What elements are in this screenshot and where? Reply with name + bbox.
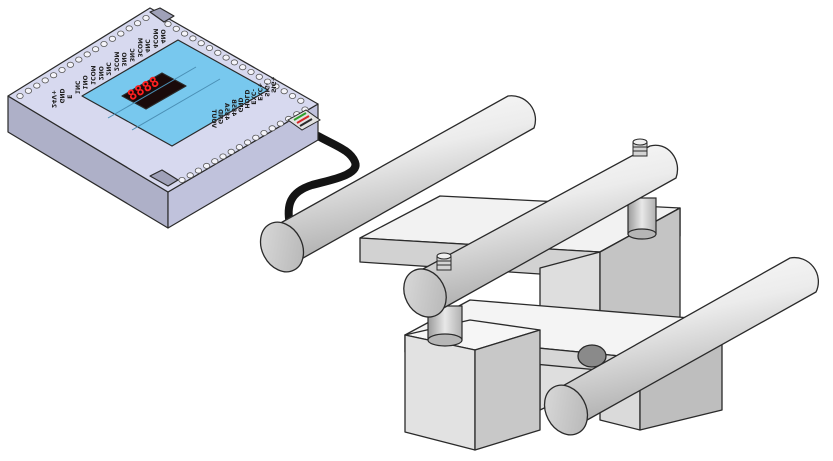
terminal-screw [203, 162, 211, 169]
terminal-label: 2NO [97, 66, 104, 80]
terminal-screw [134, 20, 142, 27]
terminal-screw [214, 49, 222, 56]
front-block-side [474, 329, 541, 451]
mount-slot-bottom [149, 169, 179, 187]
bolt-hole [577, 344, 607, 368]
terminal-label: GND [217, 109, 224, 124]
terminal-screw [263, 78, 272, 85]
screw-right [632, 138, 648, 157]
screws [436, 138, 648, 271]
rod-middle [403, 144, 679, 318]
terminal-label: 3NO [120, 52, 127, 66]
terminal-label: 3NC [128, 48, 135, 62]
rod-front [543, 256, 819, 436]
terminal-screw [205, 45, 214, 52]
terminal-label: VOUT [210, 108, 217, 128]
terminal-label: 485A [223, 103, 230, 121]
terminal-screw [288, 93, 297, 100]
terminal-label: E [66, 95, 73, 99]
terminal-label: GND [58, 88, 65, 103]
terminal-label: 4NC [144, 39, 151, 53]
terminal-label: EXC+ [256, 83, 263, 101]
terminal-screw [186, 172, 194, 179]
terminal-label: GND [236, 97, 243, 112]
terminal-label: 4NO [159, 29, 166, 43]
terminal-screw [272, 83, 280, 90]
terminal-label: 1COM [89, 65, 96, 85]
terminal-screw [276, 120, 284, 127]
terminal-screw [100, 41, 108, 48]
terminal-screw [41, 77, 49, 84]
terminal-screw [108, 35, 117, 42]
terminal-screw [83, 51, 91, 58]
terminal-screw [235, 144, 243, 151]
terminal-screw [194, 167, 202, 174]
rod-back [259, 95, 537, 273]
terminal-screw [178, 176, 186, 183]
terminal-screw [142, 14, 150, 21]
terminal-label: 3COM [136, 38, 143, 58]
rod-front-end [543, 384, 589, 436]
signal-cable [284, 132, 360, 229]
terminal-screw [219, 153, 227, 160]
terminal-screw [268, 125, 276, 132]
terminal-screw [239, 64, 247, 71]
terminal-label: EXC- [250, 89, 257, 105]
terminal-screw [92, 46, 100, 53]
terminal-label: 2COM [112, 52, 119, 72]
rod-middle-end [403, 268, 447, 318]
rod-back-end [259, 221, 305, 273]
mount-slot-top [149, 7, 175, 23]
terminal-screw [181, 30, 189, 37]
terminal-screw [244, 139, 252, 146]
terminal-screw [172, 25, 180, 32]
terminal-screw [230, 59, 238, 66]
terminal-screw [280, 88, 288, 95]
terminal-label: 1NO [81, 75, 88, 89]
terminal-screw [16, 93, 24, 100]
terminal-screw [33, 82, 41, 89]
terminal-label: SIG- [263, 82, 270, 96]
terminal-label: HOLD [243, 90, 250, 109]
terminal-screw [227, 148, 235, 155]
terminal-screw [252, 134, 260, 141]
terminal-label: 4COM [151, 29, 158, 49]
terminal-screw [197, 40, 205, 47]
terminal-screw [125, 25, 133, 32]
terminal-screw [211, 158, 219, 165]
terminal-blocks [16, 14, 309, 183]
terminal-screw [66, 61, 75, 68]
terminal-screw [49, 72, 58, 79]
terminal-label: 2NC [105, 62, 112, 76]
terminal-screw [247, 69, 255, 76]
terminal-screw [117, 30, 125, 37]
screw-left [436, 252, 452, 271]
terminal-screw [75, 56, 83, 63]
terminal-screw [58, 67, 66, 74]
front-block-face [404, 334, 476, 451]
terminal-screw [164, 20, 172, 27]
terminal-screw [297, 97, 305, 104]
terminal-screw [189, 35, 197, 42]
cable-connector [287, 109, 321, 131]
terminal-label: 1NC [73, 80, 80, 94]
terminal-screw [24, 87, 32, 94]
terminal-label: 485B [230, 99, 237, 117]
terminal-label: 24V+ [50, 90, 57, 108]
terminal-label: SIG+ [269, 76, 276, 93]
terminal-screw [260, 129, 268, 136]
terminal-screw [222, 54, 230, 61]
terminal-screw [255, 73, 263, 80]
